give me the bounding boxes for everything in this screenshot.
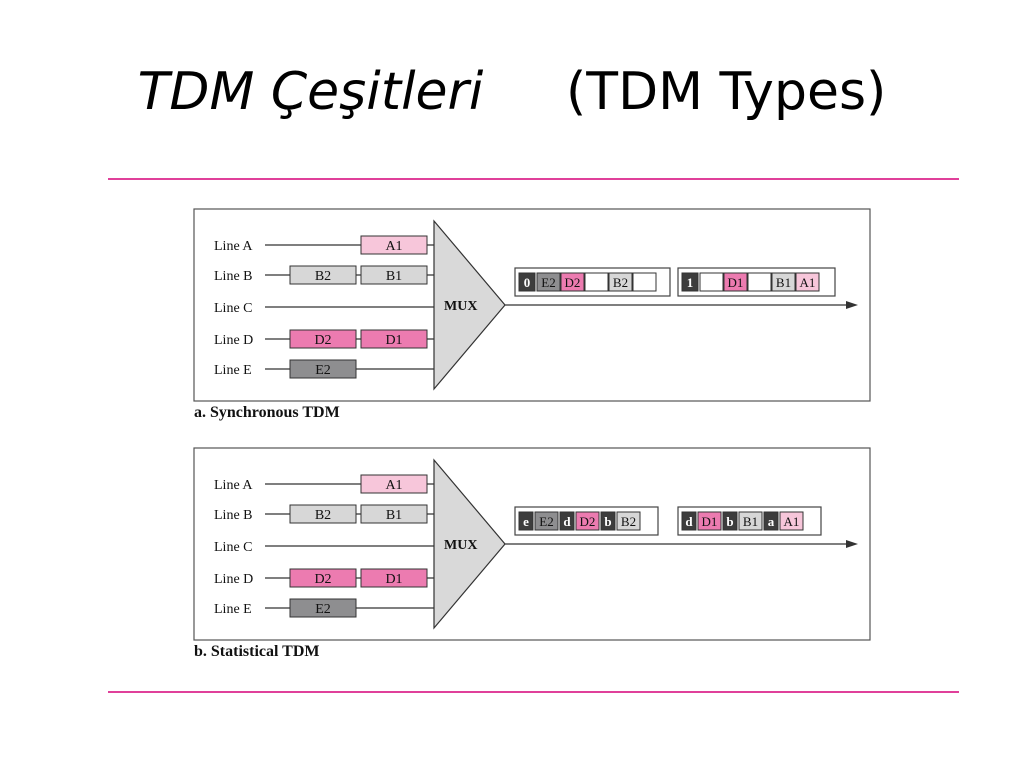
arrow-head [846, 301, 858, 309]
unit-label: E2 [315, 363, 331, 378]
frame-slot [779, 511, 804, 531]
slot-label: B2 [621, 514, 636, 529]
unit-label: B1 [386, 508, 402, 523]
slot-label: D2 [580, 514, 596, 529]
unit-label: D1 [385, 572, 402, 587]
frame-slot [608, 272, 633, 292]
line-label: Line E [214, 602, 252, 617]
frame-sync-label: 1 [687, 275, 694, 290]
address-tag [681, 511, 697, 531]
line-label: Line A [214, 478, 253, 493]
mux-triangle [433, 458, 506, 630]
frame-slot [584, 272, 609, 292]
frame-slot [534, 511, 559, 531]
frame-sync-label: 0 [524, 275, 531, 290]
slot-label: A1 [800, 275, 816, 290]
mux-triangle [433, 219, 506, 391]
unit-label: B1 [386, 269, 402, 284]
address-tag [600, 511, 616, 531]
frame-sync-bit [518, 272, 536, 292]
panel-a-caption: a. Synchronous TDM [194, 404, 340, 421]
address-label: b [726, 514, 733, 529]
slot-label: D2 [565, 275, 581, 290]
address-label: a [768, 514, 775, 529]
unit-label: D2 [314, 572, 331, 587]
address-label: b [604, 514, 611, 529]
title-plain: (TDM Types) [566, 62, 887, 122]
address-label: e [523, 514, 529, 529]
slot-label: A1 [784, 514, 800, 529]
bottom-divider [108, 691, 959, 693]
slot-label: D1 [702, 514, 718, 529]
frame-slot [616, 511, 641, 531]
line-label: Line B [214, 508, 253, 523]
line-label: Line D [214, 572, 253, 587]
line-label: Line C [214, 540, 253, 555]
slot-label: E2 [541, 275, 555, 290]
slot-label: B2 [613, 275, 628, 290]
address-tag [763, 511, 779, 531]
frame-slot [536, 272, 561, 292]
slot-label: B1 [776, 275, 791, 290]
frame-slot [699, 272, 724, 292]
unit-label: D1 [385, 333, 402, 348]
address-tag [518, 511, 534, 531]
frame-sync-bit [681, 272, 699, 292]
frame-slot [560, 272, 585, 292]
frame-slot [697, 511, 722, 531]
unit-label: B2 [315, 508, 331, 523]
address-label: d [563, 514, 571, 529]
address-tag [722, 511, 738, 531]
panel-b-caption: b. Statistical TDM [194, 643, 320, 660]
frame-slot [632, 272, 657, 292]
title-italic: TDM Çeşitleri [137, 62, 484, 122]
unit-label: D2 [314, 333, 331, 348]
slot-label: D1 [728, 275, 744, 290]
line-label: Line B [214, 269, 253, 284]
line-label: Line A [214, 239, 253, 254]
slide-title: TDM Çeşitleri (TDM Types) [0, 62, 1024, 122]
frame-slot [575, 511, 600, 531]
frame-slot [747, 272, 772, 292]
slot-label: E2 [539, 514, 553, 529]
unit-label: A1 [385, 239, 402, 254]
unit-label: A1 [385, 478, 402, 493]
line-label: Line C [214, 301, 253, 316]
line-label: Line E [214, 363, 252, 378]
slot-label: B1 [743, 514, 758, 529]
top-divider [108, 178, 959, 180]
mux-label: MUX [444, 299, 477, 314]
unit-label: E2 [315, 602, 331, 617]
frame-slot [723, 272, 748, 292]
unit-label: B2 [315, 269, 331, 284]
mux-label: MUX [444, 538, 477, 553]
arrow-head [846, 540, 858, 548]
frame-slot [795, 272, 820, 292]
line-label: Line D [214, 333, 253, 348]
address-label: d [685, 514, 693, 529]
frame-slot [771, 272, 796, 292]
address-tag [559, 511, 575, 531]
frame-slot [738, 511, 763, 531]
